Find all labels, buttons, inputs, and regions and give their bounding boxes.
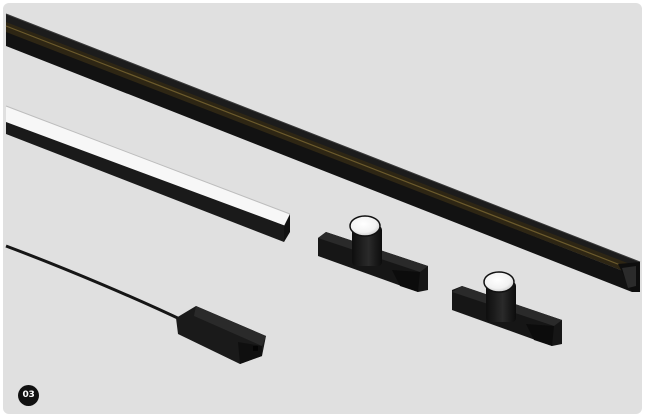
figure-number-badge: 03 xyxy=(18,385,39,406)
track-spotlight xyxy=(318,215,428,292)
power-cable-connector xyxy=(5,244,266,364)
track-spotlight xyxy=(452,271,562,346)
linear-light-bar xyxy=(5,105,291,242)
track-rail xyxy=(5,13,641,292)
